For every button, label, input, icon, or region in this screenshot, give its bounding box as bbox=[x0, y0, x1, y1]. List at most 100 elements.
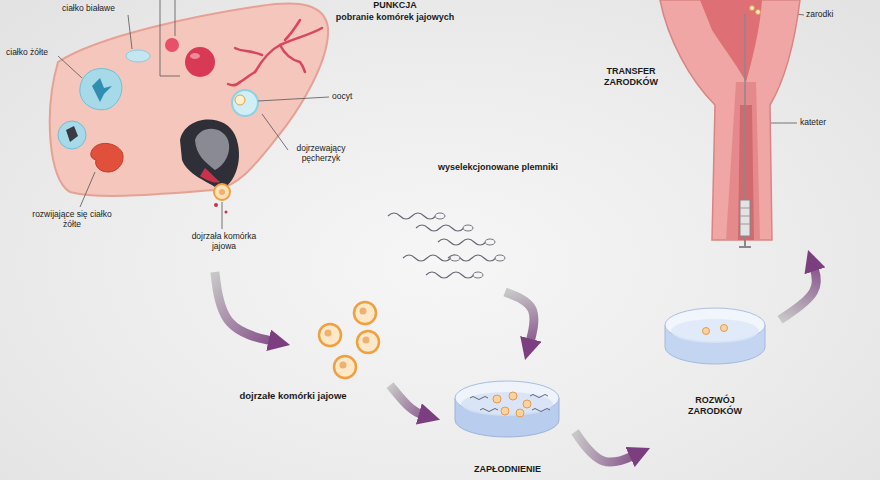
ovary-illustration-part bbox=[214, 203, 218, 207]
uterus-illustration-part bbox=[740, 200, 750, 236]
callout-label: oocyt bbox=[332, 92, 372, 102]
petri-dish-part-part bbox=[530, 395, 548, 398]
sperm-cells-part bbox=[388, 213, 496, 278]
curved-arrow bbox=[575, 432, 637, 462]
ovary-illustration-part bbox=[225, 211, 228, 214]
leader-lines-part bbox=[222, 202, 223, 229]
petri-dish-part-part bbox=[523, 400, 531, 408]
ovary-illustration-part bbox=[50, 4, 328, 196]
stage-heading: ZAPŁODNIENIE bbox=[440, 464, 575, 475]
curved-arrow bbox=[390, 385, 427, 416]
callout-label: ciałko białawe bbox=[62, 4, 134, 14]
uterus-illustration-part bbox=[756, 10, 761, 15]
curved-arrow bbox=[215, 272, 276, 342]
petri-dish-part-part bbox=[480, 409, 498, 412]
curved-arrow bbox=[780, 263, 816, 319]
egg-cells-part bbox=[363, 337, 370, 344]
callout-label: rozwijające się ciałko żółte bbox=[32, 210, 112, 230]
uterus-illustration-part bbox=[744, 14, 746, 200]
sperm-cells-part-part bbox=[416, 225, 464, 231]
sperm-cells-part-part bbox=[450, 255, 460, 261]
petri-dish-part-part bbox=[470, 397, 488, 400]
egg-cells-part bbox=[319, 324, 341, 346]
uterus-illustration-part bbox=[738, 105, 754, 240]
ovary-illustration-part bbox=[195, 129, 229, 170]
ovary-illustration-part bbox=[92, 78, 112, 102]
stage-heading: wyselekcjonowane plemniki bbox=[423, 162, 573, 173]
uterus-illustration-part bbox=[740, 208, 750, 209]
ovary-illustration-part bbox=[91, 143, 123, 172]
petri-dish-part bbox=[493, 392, 531, 417]
ovary-illustration-part bbox=[66, 126, 78, 142]
sperm-cells-part-part bbox=[403, 255, 451, 261]
uterus-illustration-part bbox=[740, 216, 750, 217]
petri-dish-part bbox=[461, 392, 553, 416]
ovary-illustration-part bbox=[228, 20, 322, 85]
egg-cells-part bbox=[325, 330, 332, 337]
petri-dish-part bbox=[665, 308, 765, 342]
sperm-cells bbox=[388, 213, 505, 278]
egg-cells-part bbox=[357, 331, 379, 353]
ovary-illustration-part-part bbox=[228, 82, 240, 85]
stage-heading: pobranie komórek jajowych bbox=[320, 12, 470, 23]
egg-cells-part bbox=[334, 356, 356, 378]
ovary-illustration-part-part bbox=[280, 45, 305, 72]
stage-heading: TRANSFER ZARODKÓW bbox=[595, 66, 667, 88]
stage-group: ROZWÓJ ZARODKÓW bbox=[650, 295, 780, 460]
ovary-illustration bbox=[50, 4, 328, 214]
petri-dish bbox=[665, 308, 765, 364]
stage-heading: PUNKCJA bbox=[320, 0, 470, 11]
ovary-illustration-part bbox=[235, 95, 245, 105]
petri-dish-part-part bbox=[501, 407, 509, 415]
uterus-illustration bbox=[660, 0, 800, 247]
petri-dish-part bbox=[455, 381, 559, 415]
sperm-cells-part bbox=[435, 213, 505, 278]
uterus-illustration-part bbox=[744, 236, 746, 247]
petri-dish-part bbox=[703, 328, 710, 335]
stage-heading: ROZWÓJ ZARODKÓW bbox=[680, 395, 750, 417]
leader-lines-part bbox=[128, 15, 132, 49]
petri-dish-part-part bbox=[493, 395, 501, 403]
sperm-cells-part-part bbox=[426, 272, 474, 278]
leader-lines-part bbox=[58, 56, 82, 78]
stage-group: TRANSFER ZARODKÓW bbox=[595, 0, 820, 250]
petri-dish-part bbox=[671, 319, 759, 343]
ovary-illustration-part bbox=[58, 121, 86, 149]
ovary-illustration-part-part bbox=[240, 72, 255, 82]
ovary-illustration-part bbox=[165, 38, 179, 52]
callout-label: ciałko żółte bbox=[6, 48, 66, 58]
ovary-illustration-part bbox=[190, 53, 200, 59]
ovary-illustration-part bbox=[219, 189, 225, 195]
stage-heading: dojrzałe komórki jajowe bbox=[238, 390, 348, 401]
ovary-illustration-part-part bbox=[285, 20, 300, 40]
uterus-illustration-part bbox=[740, 224, 750, 225]
stage-group: dojrzałe komórki jajowe bbox=[290, 298, 390, 426]
ovary-illustration-part bbox=[180, 119, 239, 190]
stage-group: ZAPŁODNIENIE bbox=[440, 360, 575, 480]
sperm-cells-part-part bbox=[485, 239, 495, 245]
egg-cells-part bbox=[340, 362, 347, 369]
ovary-illustration-part bbox=[232, 90, 258, 116]
callout-label: dojrzała komórka jajowa bbox=[182, 232, 266, 252]
leader-lines-part bbox=[175, 0, 176, 36]
uterus-illustration-part bbox=[750, 6, 755, 11]
callout-label: dojrzewający pęcherzyk bbox=[288, 144, 354, 164]
petri-dish-part bbox=[721, 325, 728, 332]
sperm-cells-part-part bbox=[495, 255, 505, 261]
ovary-illustration-part bbox=[214, 184, 230, 200]
sperm-cells-part-part bbox=[448, 255, 496, 261]
petri-dish-part-part bbox=[532, 409, 550, 412]
leader-lines-part bbox=[258, 97, 329, 101]
egg-cells bbox=[319, 302, 379, 378]
ovary-illustration-part bbox=[80, 69, 122, 110]
leader-lines-part bbox=[80, 172, 95, 207]
uterus-illustration-part bbox=[660, 0, 800, 240]
uterus-illustration-part bbox=[726, 82, 760, 240]
sperm-cells-part-part bbox=[473, 272, 483, 278]
uterus-illustration-part bbox=[739, 246, 751, 248]
egg-cells-part bbox=[360, 308, 367, 315]
ovary-illustration-part bbox=[126, 50, 150, 62]
